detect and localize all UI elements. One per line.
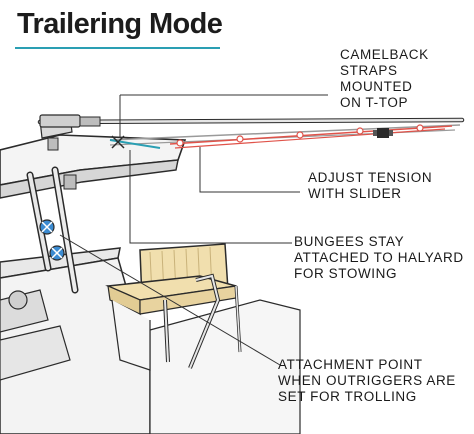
callout-line: WITH SLIDER: [308, 186, 402, 201]
callout-line: BUNGEES STAY: [294, 234, 405, 249]
outrigger-pole: [37, 114, 465, 128]
tension-slider: [373, 128, 393, 138]
halyard-connector: [109, 135, 161, 149]
callout-line: MOUNTED: [340, 79, 413, 94]
leader-bungees-stay: [129, 150, 292, 244]
diagram-title: Trailering Mode: [17, 8, 223, 40]
callout-line: FOR STOWING: [294, 266, 398, 281]
callout-line: ON T-TOP: [340, 95, 409, 110]
callout-line: WHEN OUTRIGGERS ARE: [278, 373, 456, 388]
callout-bungees-stay: BUNGEES STAY ATTACHED TO HALYARD FOR STO…: [294, 234, 464, 282]
callout-line: SET FOR TROLLING: [278, 389, 417, 404]
callout-adjust-tension: ADJUST TENSION WITH SLIDER: [308, 170, 432, 202]
t-top-frame: [26, 166, 79, 294]
callout-camelback-straps: CAMELBACK STRAPS MOUNTED ON T-TOP: [340, 47, 429, 111]
callout-line: ATTACHMENT POINT: [278, 357, 423, 372]
callout-line: ATTACHED TO HALYARD: [294, 250, 464, 265]
callout-line: ADJUST TENSION: [308, 170, 433, 185]
console: [0, 247, 301, 434]
callout-line: CAMELBACK: [340, 47, 429, 62]
callout-attachment-point: ATTACHMENT POINT WHEN OUTRIGGERS ARE SET…: [278, 357, 456, 405]
callout-line: STRAPS: [340, 63, 398, 78]
bungee-cords: [169, 124, 453, 149]
leader-lines: [59, 94, 328, 366]
title-underline: [15, 47, 220, 49]
leader-adjust-tension: [199, 147, 300, 193]
leader-attachment-point: [59, 234, 281, 366]
t-top: [0, 115, 187, 199]
